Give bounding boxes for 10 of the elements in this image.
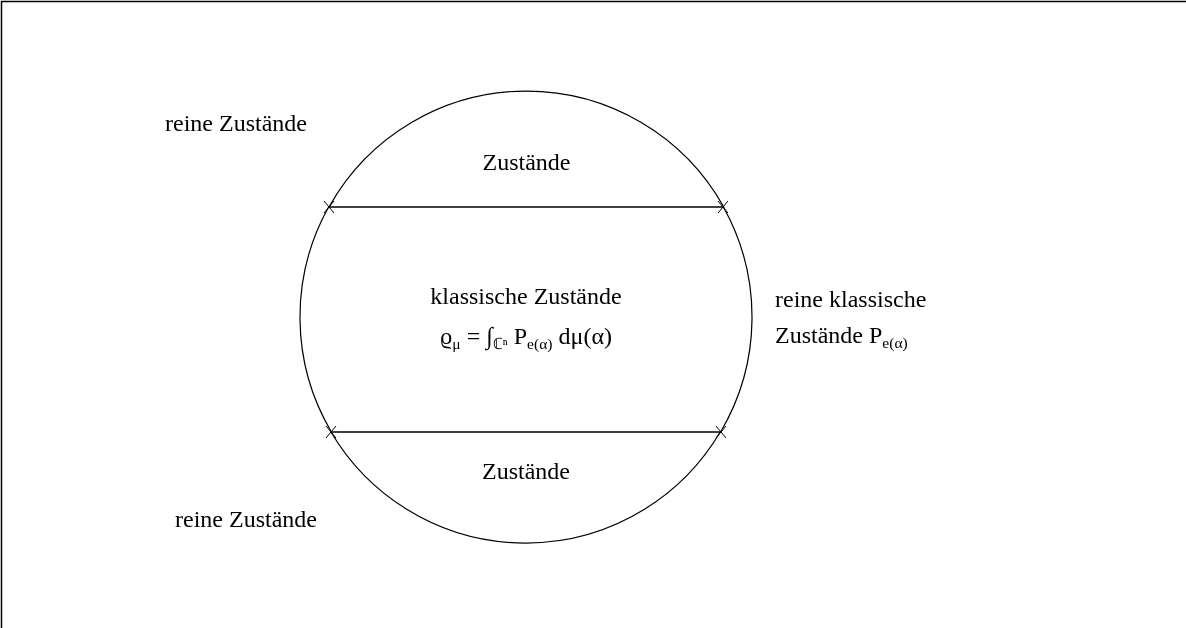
circle-segment bbox=[331, 432, 721, 543]
annotation-label: reine Zustände bbox=[175, 505, 317, 534]
region-label: Zustände bbox=[481, 458, 571, 486]
annotation-label: reine klassische Zustände P$_{e(α)}$ bbox=[775, 285, 928, 353]
region-label: klassische Zustände bbox=[429, 283, 623, 311]
circle-segment bbox=[329, 91, 724, 207]
formula: ϱ$_{μ}$ = ∫$_{ℂⁿ}$ P$_{e(α)}$ dμ(α) bbox=[439, 323, 613, 353]
annotation-label: reine Zustände bbox=[165, 109, 307, 138]
region-label: Zustände bbox=[481, 149, 572, 177]
circle-band bbox=[300, 207, 752, 432]
